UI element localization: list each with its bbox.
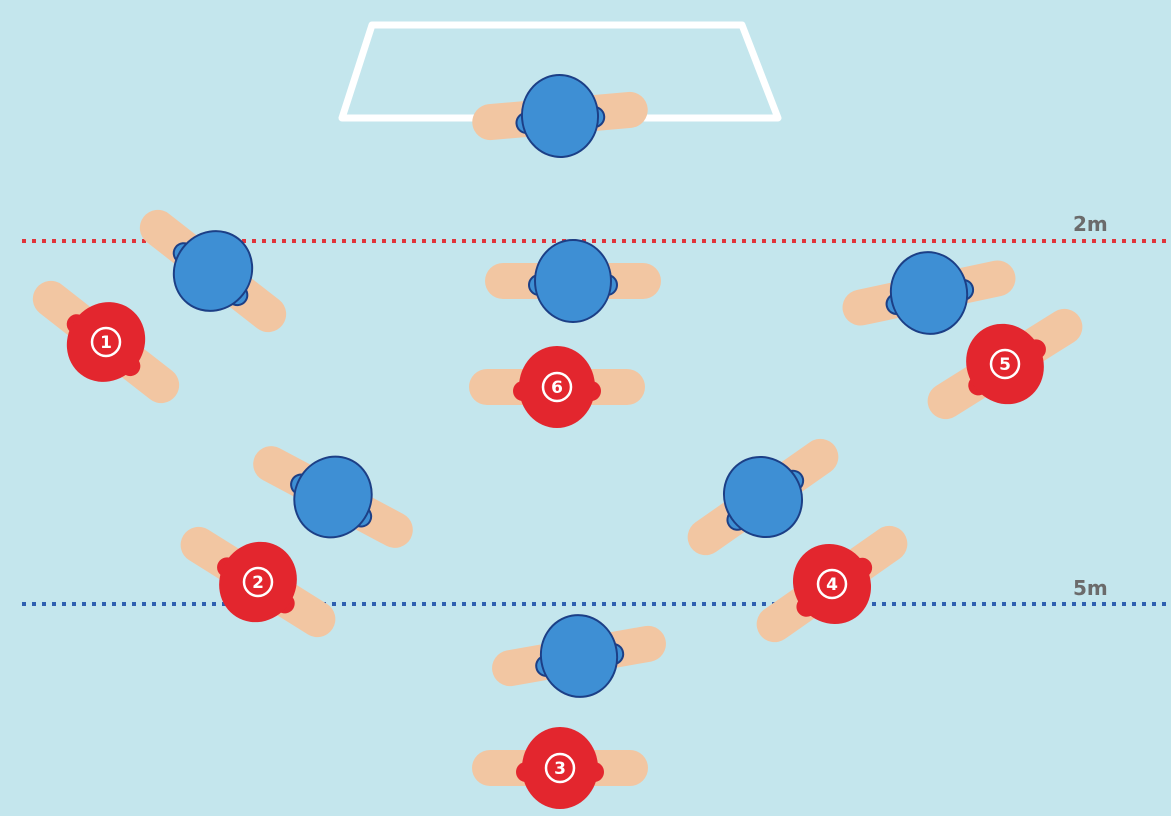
attacker-2-number: 2 <box>252 573 264 593</box>
defender-5-body <box>883 245 974 341</box>
defender-1 <box>118 185 307 358</box>
attacker-6-number: 6 <box>551 378 563 398</box>
attacker-5-number: 5 <box>999 355 1011 375</box>
attacker-3: 3 <box>472 727 648 809</box>
defender-3-body <box>534 609 623 703</box>
attacker-1: 1 <box>11 256 200 429</box>
attacker-1-number: 1 <box>100 333 112 353</box>
goalkeeper-body <box>519 72 602 160</box>
goalkeeper <box>469 67 651 164</box>
defender-6-body <box>535 240 611 322</box>
defender-3 <box>485 600 673 711</box>
five-meter-label: 5m <box>1073 576 1108 600</box>
two-meter-label: 2m <box>1073 212 1108 236</box>
attacker-3-number: 3 <box>554 759 566 779</box>
defender-6 <box>485 240 661 322</box>
attacker-4-number: 4 <box>826 575 838 595</box>
attacker-6: 6 <box>469 346 645 428</box>
